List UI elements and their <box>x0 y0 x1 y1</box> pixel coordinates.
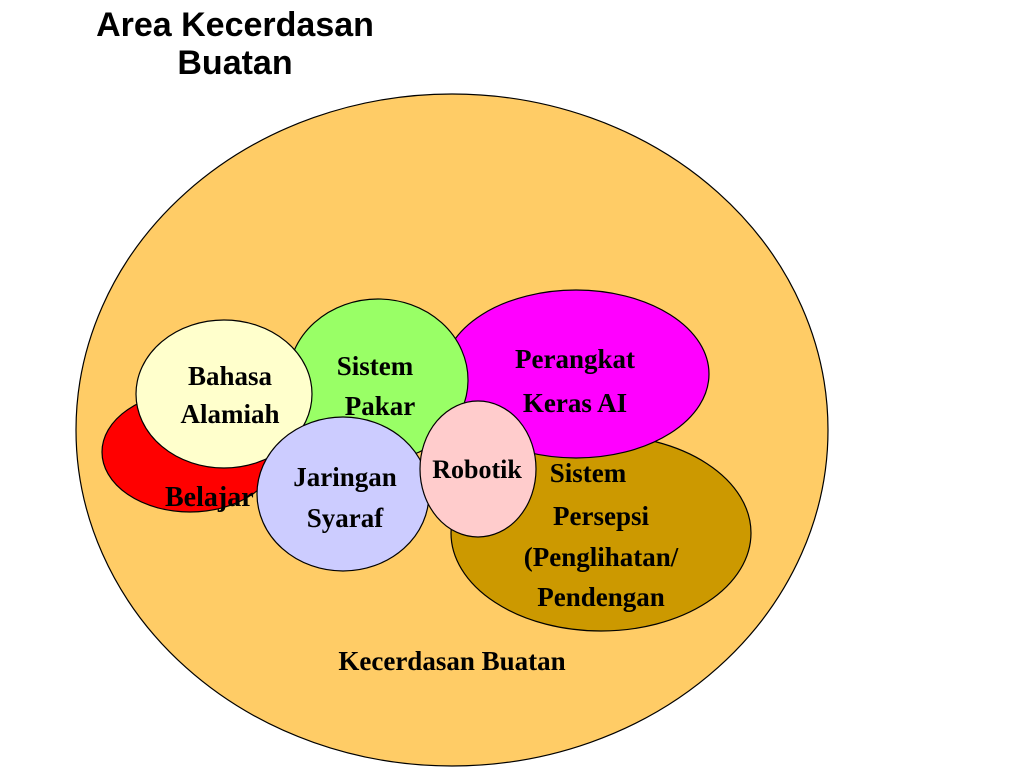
label-sistem-persepsi: Sistem Persepsi (Penglihatan/ Pendengan <box>524 458 679 612</box>
label-sistem-pakar-line-2: Pakar <box>345 391 416 421</box>
label-bahasa-alamiah-line-1: Bahasa <box>188 361 273 391</box>
label-perangkat-keras-ai: Perangkat Keras AI <box>515 344 635 418</box>
label-belajar: Belajar <box>165 482 254 513</box>
circle-bahasa-alamiah <box>135 319 313 469</box>
slide-title: Area Kecerdasan Buatan <box>60 6 410 82</box>
label-perangkat-keras-ai-line-1: Perangkat <box>515 344 635 374</box>
title-line-1: Area Kecerdasan <box>96 6 374 44</box>
title-line-2: Buatan <box>177 44 293 83</box>
circle-jaringan-syaraf <box>256 416 430 572</box>
label-bahasa-alamiah: Bahasa Alamiah <box>180 361 279 429</box>
label-sistem-persepsi-line-1: Sistem <box>550 458 627 488</box>
label-jaringan-syaraf-line-2: Syaraf <box>307 503 385 533</box>
label-sistem-persepsi-line-3: (Penglihatan/ <box>524 542 679 572</box>
label-sistem-persepsi-line-2: Persepsi <box>553 501 649 531</box>
label-bahasa-alamiah-line-2: Alamiah <box>180 399 279 429</box>
label-jaringan-syaraf: Jaringan Syaraf <box>293 462 397 533</box>
circle-robotik <box>419 400 537 538</box>
label-sistem-pakar-line-1: Sistem <box>337 351 414 381</box>
label-perangkat-keras-ai-line-2: Keras AI <box>523 388 627 418</box>
label-kecerdasan-buatan: Kecerdasan Buatan <box>338 646 565 676</box>
label-robotik: Robotik <box>432 455 522 484</box>
label-jaringan-syaraf-line-1: Jaringan <box>293 462 397 492</box>
label-sistem-persepsi-line-4: Pendengan <box>537 582 665 612</box>
label-sistem-pakar: Sistem Pakar <box>337 351 416 421</box>
